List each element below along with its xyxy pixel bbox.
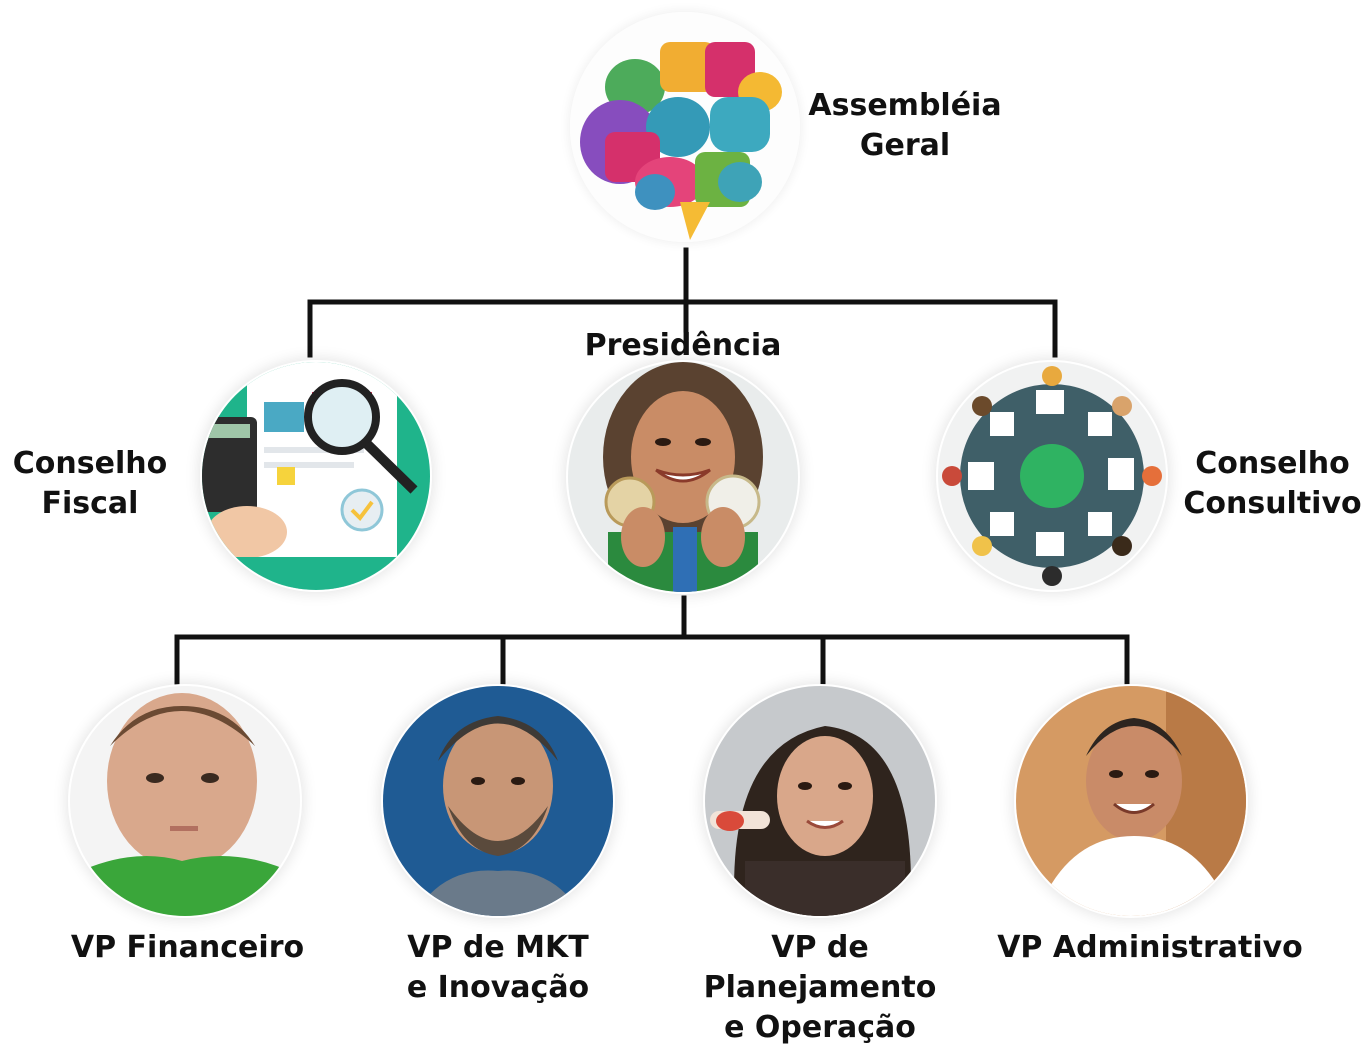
presidencia-node (568, 362, 798, 592)
vp-financeiro-label: VP Financeiro (70, 930, 305, 965)
conselho-consultivo-label: Conselho Consultivo (1183, 446, 1362, 521)
speech-bubbles-brain-icon (570, 12, 800, 242)
athlete-with-medals-photo (568, 362, 798, 592)
vp-administrativo-photo (1016, 686, 1246, 916)
vp-mkt-label: VP de MKT e Inovação (406, 930, 590, 1005)
vp-planejamento-label: VP de Planejamento e Operação (703, 930, 937, 1045)
vp-planejamento-photo (705, 686, 935, 916)
audit-magnifier-calculator-icon (202, 362, 430, 590)
assembleia-geral-node (570, 12, 800, 242)
vp-administrativo-node (1016, 686, 1246, 916)
vp-mkt-photo (383, 686, 613, 916)
presidencia-label: Presidência (584, 328, 782, 363)
vp-financeiro-photo (70, 686, 300, 916)
vp-mkt-node (383, 686, 613, 916)
vp-planejamento-node (705, 686, 935, 916)
conselho-fiscal-label: Conselho Fiscal (12, 446, 168, 521)
vp-administrativo-label: VP Administrativo (997, 930, 1303, 965)
vp-financeiro-node (70, 686, 300, 916)
assembleia-geral-label: Assembléia Geral (808, 88, 1002, 163)
round-table-meeting-icon (938, 362, 1166, 590)
conselho-consultivo-node (938, 362, 1166, 590)
conselho-fiscal-node (202, 362, 430, 590)
